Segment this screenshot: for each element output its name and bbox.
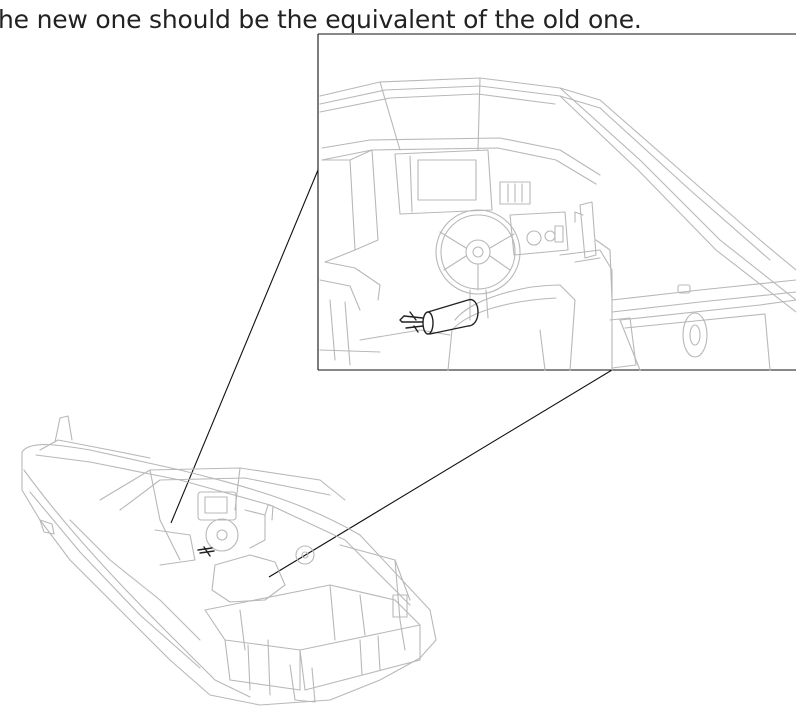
- boat-overview-icon: [21, 415, 437, 706]
- helm-detail-icon: [317, 33, 796, 371]
- instruction-caption: he new one should be the equivalent of t…: [0, 5, 642, 34]
- leader-line-upper: [170, 169, 319, 524]
- fire-extinguisher-icon: [399, 298, 479, 335]
- leader-line-lower: [268, 369, 613, 578]
